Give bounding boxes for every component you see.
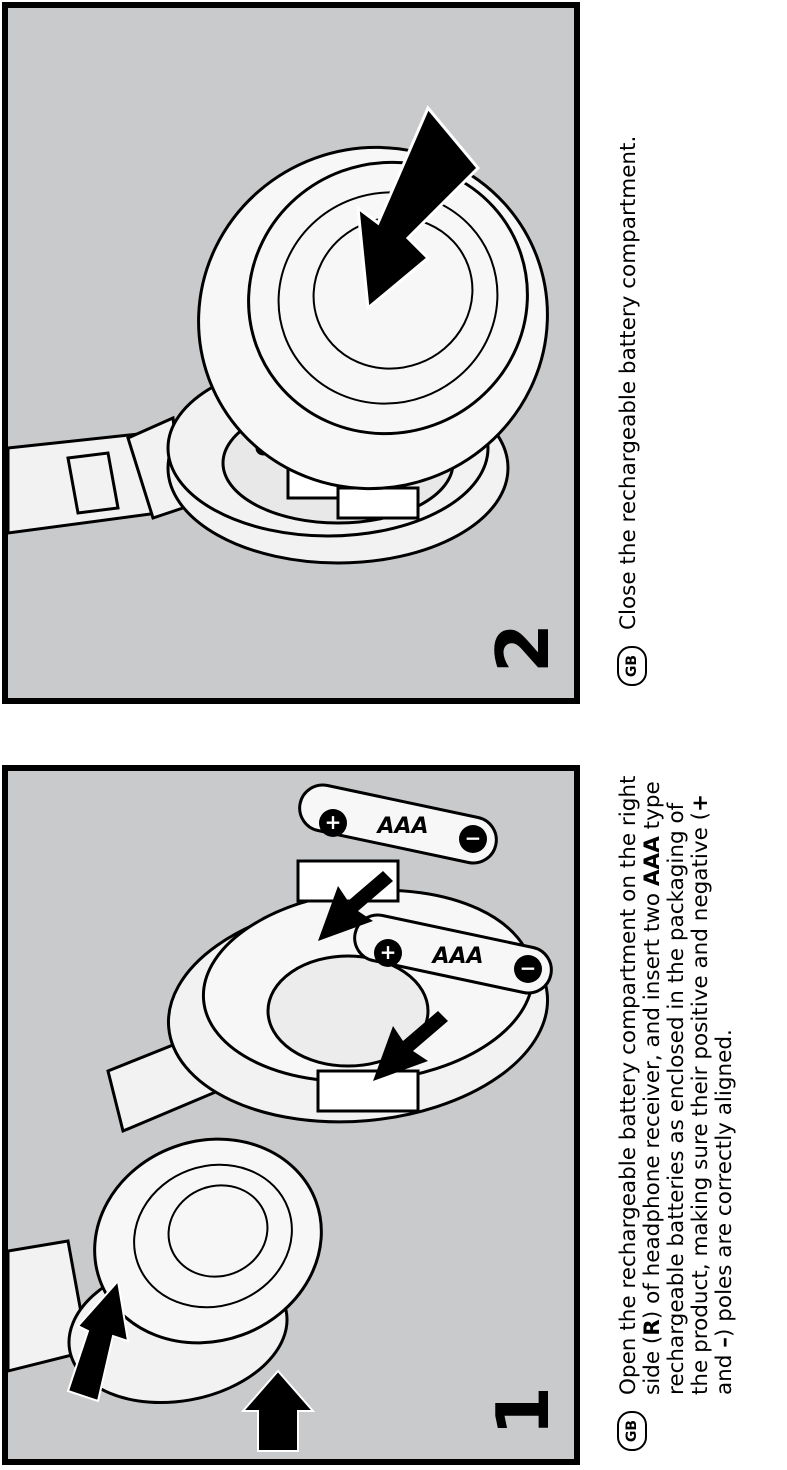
step-number: 1 xyxy=(481,1386,565,1436)
battery-cover xyxy=(197,145,549,491)
svg-text:+: + xyxy=(325,810,342,834)
step-1-illustration: + AAA − + AAA − 1 xyxy=(8,783,565,1452)
svg-text:+: + xyxy=(380,940,397,964)
step-2-caption-text: Close the rechargeable battery compartme… xyxy=(616,135,641,630)
step-number: 2 xyxy=(481,623,565,673)
gb-region-badge: GB xyxy=(617,1411,647,1451)
gb-region-badge: GB xyxy=(617,646,647,686)
battery-lower: + AAA − xyxy=(353,913,553,995)
step-2-illustration: 2 xyxy=(8,105,565,673)
step-1-caption-text: Open the rechargeable battery compartmen… xyxy=(616,775,737,1395)
insert-arrow xyxy=(356,105,481,311)
svg-text:AAA: AAA xyxy=(375,814,428,839)
insert-arrow-lower xyxy=(373,1011,448,1081)
lift-arrow-lower xyxy=(240,1369,316,1452)
svg-text:−: − xyxy=(520,956,537,980)
headband xyxy=(8,415,185,535)
svg-text:AAA: AAA xyxy=(430,944,483,969)
step-2-illustration-panel: 2 xyxy=(2,2,580,704)
battery-upper: + AAA − xyxy=(298,783,498,865)
step-1-caption: GB Open the rechargeable battery compart… xyxy=(595,765,775,1470)
svg-text:−: − xyxy=(465,826,482,850)
lift-arrow-upper xyxy=(66,1278,130,1403)
insert-arrow-upper xyxy=(318,871,393,941)
step-2-caption: GB Close the rechargeable battery compar… xyxy=(595,0,775,705)
step-1-illustration-panel: + AAA − + AAA − 1 xyxy=(2,765,580,1465)
removed-cover-view xyxy=(8,1137,323,1405)
